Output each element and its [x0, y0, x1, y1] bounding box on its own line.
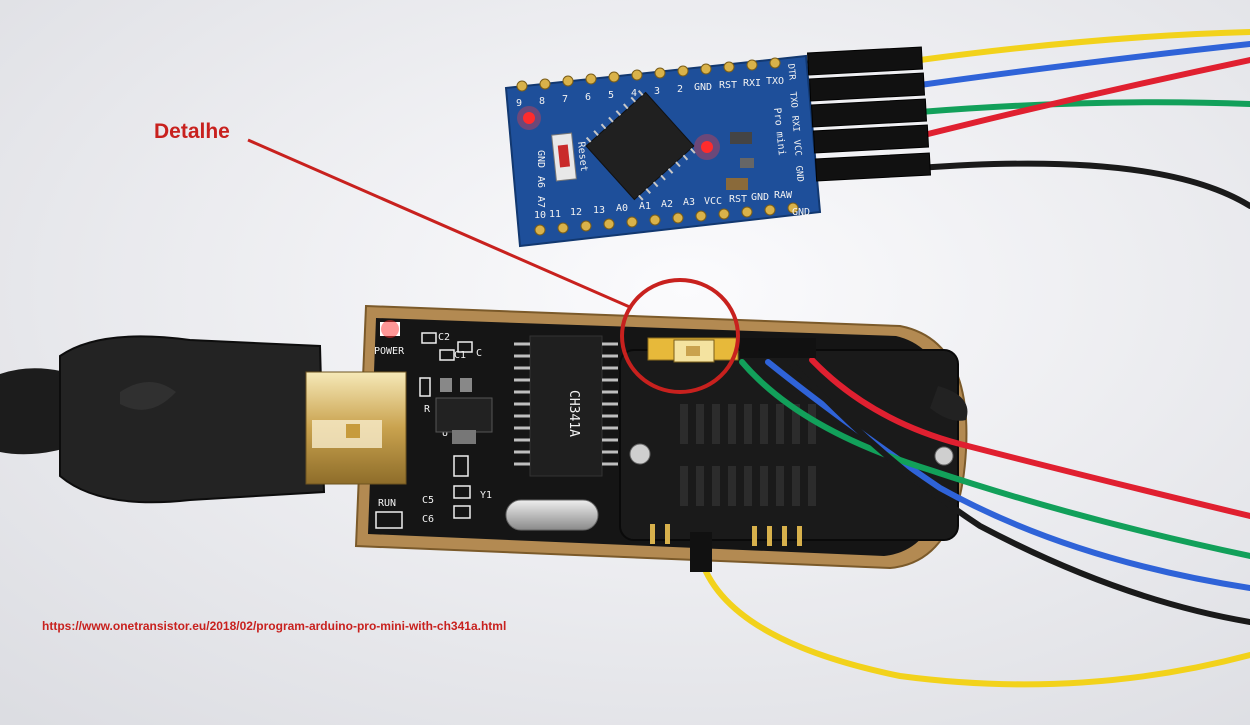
green-wire	[917, 99, 1250, 115]
pin-label: 9	[516, 98, 522, 109]
pin-label: A1	[639, 201, 651, 212]
black-wire	[917, 160, 1250, 209]
usb-cable	[0, 335, 407, 504]
smd-part	[730, 132, 752, 144]
power-led	[523, 112, 535, 124]
component-label: C6	[422, 514, 434, 525]
pin-label: GND	[793, 165, 805, 182]
pin-label: RST	[729, 194, 747, 205]
pin-label: 11	[549, 209, 561, 220]
component-label: Y1	[480, 490, 492, 501]
pin-label: 5	[608, 90, 614, 101]
component-label: C2	[438, 332, 450, 343]
jumper-wires	[697, 29, 1250, 688]
pin-label: A3	[683, 197, 695, 208]
pin-label: 3	[654, 86, 660, 97]
dupont-connectors-programmer	[690, 338, 816, 572]
atmega-chip	[585, 91, 695, 201]
pin-label: RXI	[789, 115, 801, 132]
pin-label: 8	[539, 96, 545, 107]
power-label: POWER	[374, 346, 405, 357]
crystal	[505, 499, 599, 531]
component-label: R	[424, 404, 431, 415]
zif-contacts	[680, 404, 816, 506]
pin-label: VCC	[791, 139, 803, 156]
arduino-pro-mini: 9 8 7 6 5 4 3 2 GND RST RXI TXO 10 11 12…	[504, 54, 822, 248]
dupont-connectors	[806, 46, 932, 182]
pin-label: A0	[616, 203, 628, 214]
component-label: C5	[422, 495, 434, 506]
pin-label: A2	[661, 199, 673, 210]
pin-label: GND	[694, 82, 712, 93]
pin-label: TXO	[766, 76, 784, 87]
programmer-labels: POWER C2 C1 C R U C5 C6 Y1 RUN	[374, 332, 492, 525]
socket-screw	[629, 443, 651, 465]
smd-part	[740, 158, 754, 168]
component-label: C	[476, 348, 482, 359]
pin-label: GND	[535, 150, 546, 168]
pin-label: A7	[535, 196, 546, 208]
zif-lever	[930, 386, 968, 421]
ch341a-programmer: POWER C2 C1 C R U C5 C6 Y1 RUN	[354, 304, 968, 570]
reset-label: Reset	[575, 141, 589, 172]
blue-wire	[917, 41, 1250, 88]
pin-label: VCC	[704, 196, 722, 207]
pin-label: 10	[534, 210, 546, 221]
pin-label: RXI	[743, 78, 761, 89]
component-label: U	[442, 428, 448, 439]
programmer-smd-parts	[375, 332, 493, 529]
run-label: RUN	[378, 498, 396, 509]
ch341a-pins	[514, 342, 618, 466]
header-pins	[650, 524, 802, 546]
pin-label: GND	[751, 192, 769, 203]
pin-label: RAW	[774, 190, 793, 201]
ch341a-chip	[529, 335, 603, 477]
smd-part	[726, 178, 748, 190]
pin-label: 12	[570, 207, 582, 218]
power-led	[381, 320, 399, 338]
annotation-pointer-line	[247, 138, 633, 310]
annotation-circle	[620, 278, 740, 394]
pin-label: 6	[585, 92, 591, 103]
pro-mini-top-pin-holes	[516, 57, 781, 92]
socket-screw	[934, 446, 954, 466]
chip-label: CH341A	[566, 390, 581, 437]
pro-mini-left-labels: GND A6 A7	[535, 150, 546, 208]
pin-label: DTR	[785, 63, 797, 81]
pin-label: A6	[535, 176, 546, 188]
pin-label: 7	[562, 94, 568, 105]
pro-mini-side-labels: DTR TXO RXI VCC GND	[785, 63, 805, 182]
component-label: C1	[454, 350, 466, 361]
atmega-pins	[585, 90, 696, 201]
pro-mini-bottom-labels: 10 11 12 13 A0 A1 A2 A3 VCC RST GND RAW	[534, 190, 793, 221]
red-wire	[917, 57, 1250, 139]
usb-plug-body	[59, 335, 326, 504]
pin-label: 2	[677, 84, 683, 95]
gnd-label: GND	[792, 207, 810, 218]
status-led	[701, 141, 713, 153]
pro-mini-top-labels: 9 8 7 6 5 4 3 2 GND RST RXI TXO	[516, 76, 784, 109]
yellow-wire	[917, 29, 1250, 63]
pin-label: 4	[631, 88, 637, 99]
source-url: https://www.onetransistor.eu/2018/02/pro…	[42, 619, 507, 633]
pin-label: TXO	[787, 91, 799, 108]
model-label: Pro mini	[771, 107, 787, 156]
pin-label: RST	[719, 80, 737, 91]
pro-mini-bottom-pin-holes	[534, 202, 799, 236]
pin-label: 13	[593, 205, 605, 216]
annotation-label: Detalhe	[154, 120, 230, 143]
